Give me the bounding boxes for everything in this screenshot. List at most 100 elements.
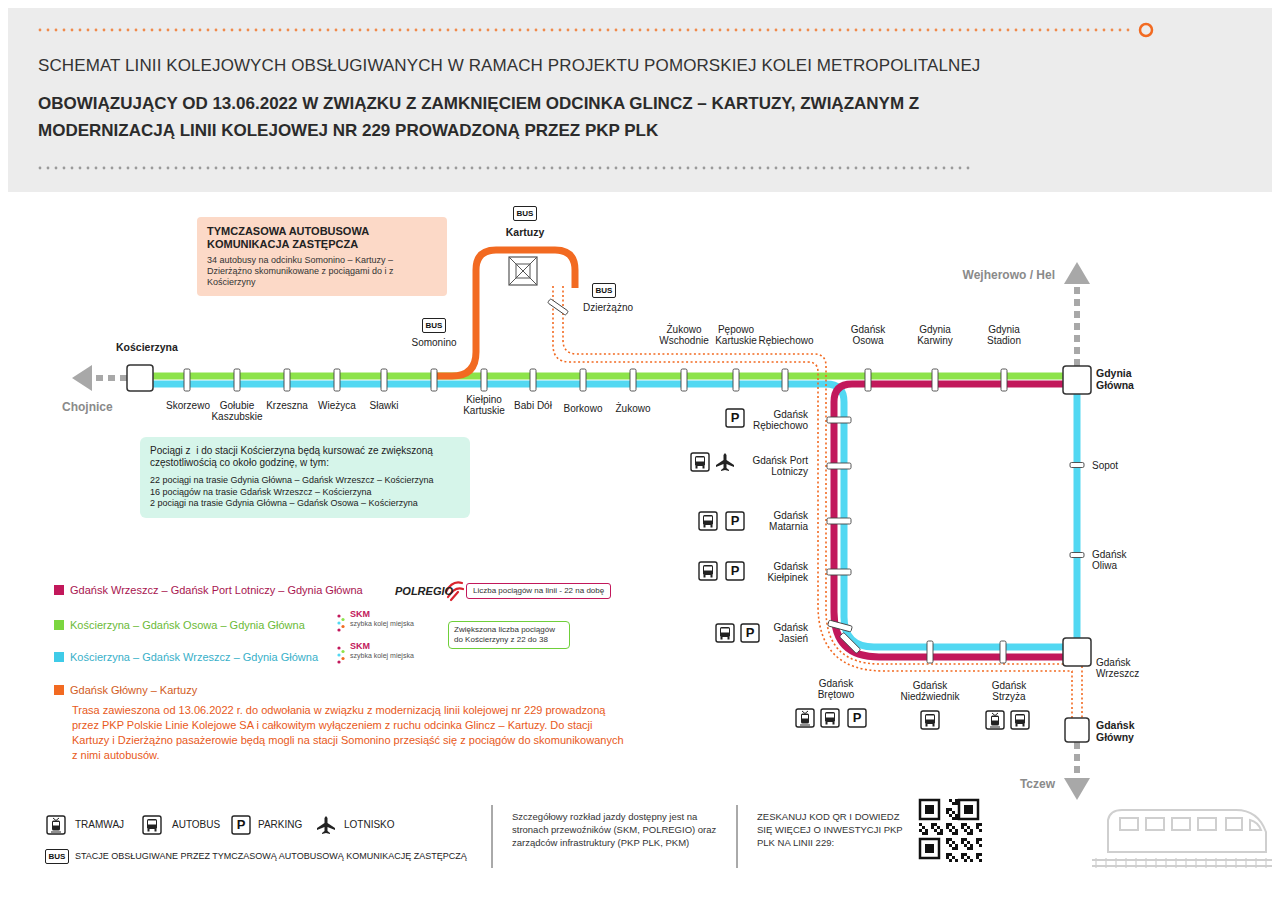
grey-dot	[159, 167, 162, 170]
orange-dot	[1071, 29, 1074, 32]
icon-frame	[232, 816, 250, 834]
grey-dot	[607, 167, 610, 170]
orange-dot	[527, 29, 530, 32]
logo-text: SKM	[350, 609, 370, 619]
qr-cell	[970, 829, 973, 832]
grey-dot	[871, 167, 874, 170]
orange-dot	[775, 29, 778, 32]
bus-body	[147, 819, 157, 829]
skm-dot	[337, 614, 340, 617]
station-name: Gdańsk Osowa	[843, 324, 893, 346]
grey-dot	[375, 167, 378, 170]
orange-dot	[383, 29, 386, 32]
direction-label: Chojnice	[62, 400, 113, 414]
station-tick	[932, 369, 938, 391]
qr-cell	[955, 817, 958, 820]
station-name: Gdańsk Kiełpinek	[753, 561, 808, 583]
orange-dot	[1031, 29, 1034, 32]
qr-cell	[961, 823, 964, 826]
station-tick	[839, 632, 860, 653]
box-text: TYMCZASOWA AUTOBUSOWA KOMUNIKACJA ZASTĘP…	[207, 225, 382, 251]
qr-cell	[934, 829, 937, 832]
grey-dot	[359, 167, 362, 170]
tram-window	[802, 715, 808, 719]
station-box	[1063, 366, 1091, 394]
box-text: BUS	[49, 852, 66, 861]
qr-cell	[976, 856, 979, 859]
bus-body	[695, 456, 705, 466]
orange-dot	[487, 29, 490, 32]
qr-cell	[946, 841, 949, 844]
bus-wheel	[1023, 724, 1025, 727]
orange-dot	[559, 29, 562, 32]
skm-dot	[341, 657, 344, 660]
orange-dot	[455, 29, 458, 32]
info-box: Zwiększona liczba pociągów do Kościerzyn…	[448, 621, 570, 649]
orange-dot	[423, 29, 426, 32]
continuation-line	[92, 375, 127, 381]
orange-dot	[1007, 29, 1010, 32]
icon-frame	[47, 816, 65, 834]
qr-cell	[955, 832, 958, 835]
orange-dot	[703, 29, 706, 32]
grey-dot	[295, 167, 298, 170]
orange-dot	[415, 29, 418, 32]
grey-dot	[183, 167, 186, 170]
orange-dot	[639, 29, 642, 32]
direction-arrow	[72, 365, 92, 391]
legend-item: Kościerzyna – Gdańsk Osowa – Gdynia Głów…	[54, 619, 305, 631]
orange-dot	[999, 29, 1002, 32]
orange-dot	[807, 29, 810, 32]
orange-dot	[903, 29, 906, 32]
suspended-line	[553, 286, 1072, 722]
plane-icon	[317, 816, 335, 834]
bus-icon	[720, 627, 730, 640]
grey-dot	[551, 167, 554, 170]
qr-cell	[919, 829, 922, 832]
station-box	[1063, 638, 1091, 666]
grey-dot	[671, 167, 674, 170]
station-tick	[927, 641, 933, 663]
station-name: Kościerzyna	[116, 341, 178, 353]
bus-wheel	[926, 724, 928, 727]
icon-frame	[741, 624, 759, 642]
parking-icon: P	[848, 709, 866, 727]
icon-frame	[699, 512, 717, 530]
station-name: Gdańsk Matarnia	[758, 510, 808, 532]
grey-dot	[327, 167, 330, 170]
tram-window	[53, 822, 59, 826]
grey-dot	[839, 167, 842, 170]
orange-dot	[63, 29, 66, 32]
grey-dot	[135, 167, 138, 170]
station-tick	[827, 417, 851, 423]
grey-dot	[519, 167, 522, 170]
qr-cell	[937, 826, 940, 829]
station-tick	[381, 369, 387, 391]
grey-dot	[351, 167, 354, 170]
box-text: BUS	[596, 286, 613, 295]
station-name: Krzeszna	[266, 400, 308, 411]
orange-dot	[911, 29, 914, 32]
bus-wheel	[148, 829, 150, 832]
grey-dot	[199, 167, 202, 170]
qr-cell	[976, 841, 979, 844]
qr-cell	[961, 856, 964, 859]
qr-cell	[949, 814, 952, 817]
grey-dot	[759, 167, 762, 170]
orange-dot	[815, 29, 818, 32]
grey-dot	[207, 167, 210, 170]
orange-dot	[1039, 29, 1042, 32]
grey-dot	[151, 167, 154, 170]
orange-dot	[839, 29, 842, 32]
qr-cell	[949, 838, 952, 841]
bus-wheel	[826, 722, 828, 725]
tram-pantograph	[53, 818, 59, 821]
grey-dot	[335, 167, 338, 170]
tram-pantograph	[992, 713, 998, 716]
station-name: Żukowo	[615, 403, 650, 414]
qr-cell	[919, 823, 922, 826]
station-name: Gdańsk Port Lotniczy	[742, 455, 808, 477]
qr-cell	[979, 844, 982, 847]
orange-dot	[407, 29, 410, 32]
title: SCHEMAT LINII KOLEJOWYCH OBSŁUGIWANYCH W…	[38, 56, 980, 76]
